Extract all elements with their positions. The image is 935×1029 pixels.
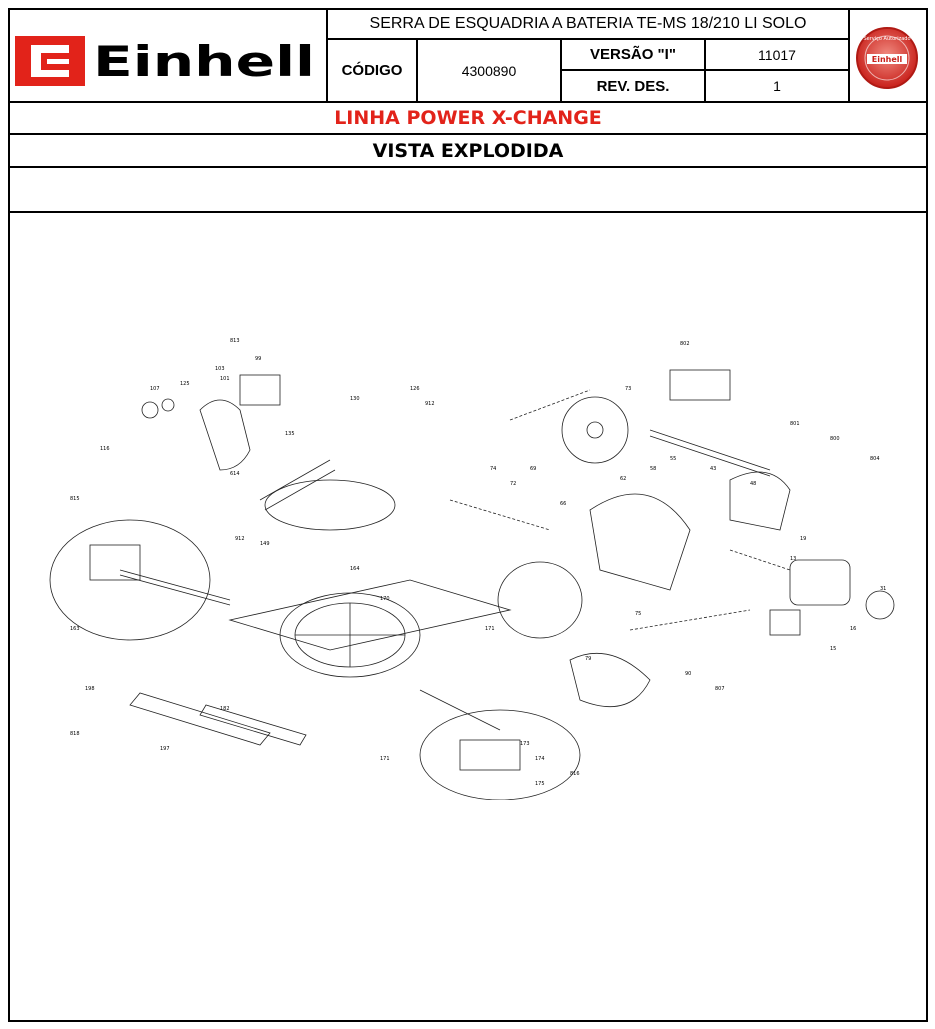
svg-text:815: 815 xyxy=(70,496,80,502)
svg-text:813: 813 xyxy=(230,338,240,344)
rev-label: REV. DES. xyxy=(596,77,670,95)
svg-text:90: 90 xyxy=(685,671,691,677)
svg-text:Einhell: Einhell xyxy=(872,55,903,64)
einhell-logo: Einhell xyxy=(15,36,315,86)
svg-text:107: 107 xyxy=(150,386,160,392)
svg-text:75: 75 xyxy=(635,611,641,617)
versao-value: 11017 xyxy=(758,46,796,63)
svg-text:72: 72 xyxy=(510,481,516,487)
svg-text:175: 175 xyxy=(535,781,545,787)
svg-text:15: 15 xyxy=(830,646,836,652)
svg-text:197: 197 xyxy=(160,746,170,752)
svg-text:149: 149 xyxy=(260,541,270,547)
codigo-value: 4300890 xyxy=(461,62,517,79)
svg-text:126: 126 xyxy=(410,386,420,392)
svg-text:182: 182 xyxy=(220,706,230,712)
svg-text:19: 19 xyxy=(800,536,806,542)
line-banner: LINHA POWER X-CHANGE xyxy=(334,107,602,129)
authorized-service-seal: Serviço Autorizado Einhell xyxy=(856,27,918,89)
svg-text:198: 198 xyxy=(85,686,95,692)
divider xyxy=(326,8,328,102)
svg-text:13: 13 xyxy=(790,556,796,562)
svg-text:69: 69 xyxy=(530,466,536,472)
svg-text:48: 48 xyxy=(750,481,756,487)
svg-text:74: 74 xyxy=(490,466,496,472)
document-frame xyxy=(8,8,928,1022)
svg-text:130: 130 xyxy=(350,396,360,402)
svg-text:816: 816 xyxy=(570,771,580,777)
divider xyxy=(560,69,850,71)
svg-text:103: 103 xyxy=(215,366,225,372)
svg-text:31: 31 xyxy=(880,586,886,592)
svg-text:801: 801 xyxy=(790,421,800,427)
svg-text:614: 614 xyxy=(230,471,240,477)
svg-text:802: 802 xyxy=(680,341,690,347)
blank-row xyxy=(10,168,926,211)
divider xyxy=(8,166,928,168)
divider xyxy=(8,211,928,213)
divider xyxy=(326,38,850,40)
svg-text:800: 800 xyxy=(830,436,840,442)
view-banner: VISTA EXPLODIDA xyxy=(372,139,564,162)
svg-text:99: 99 xyxy=(255,356,261,362)
svg-text:101: 101 xyxy=(220,376,230,382)
svg-text:163: 163 xyxy=(70,626,80,632)
svg-text:43: 43 xyxy=(710,466,716,472)
divider xyxy=(8,133,928,135)
svg-text:807: 807 xyxy=(715,686,725,692)
svg-text:Serviço Autorizado: Serviço Autorizado xyxy=(863,36,910,42)
codigo-label: CÓDIGO xyxy=(341,62,403,79)
brand-wordmark: Einhell xyxy=(93,37,315,86)
svg-text:804: 804 xyxy=(870,456,880,462)
svg-text:912: 912 xyxy=(425,401,435,407)
svg-text:912: 912 xyxy=(235,536,245,542)
divider xyxy=(8,101,928,103)
svg-text:125: 125 xyxy=(180,381,190,387)
divider xyxy=(848,8,850,102)
svg-text:66: 66 xyxy=(560,501,566,507)
svg-text:164: 164 xyxy=(350,566,360,572)
svg-text:73: 73 xyxy=(625,386,631,392)
rev-value: 1 xyxy=(773,78,781,94)
svg-text:174: 174 xyxy=(535,756,545,762)
svg-text:170: 170 xyxy=(380,596,390,602)
versao-label: VERSÃO "I" xyxy=(590,46,676,63)
svg-text:62: 62 xyxy=(620,476,626,482)
svg-text:16: 16 xyxy=(850,626,856,632)
svg-text:171: 171 xyxy=(485,626,495,632)
svg-text:79: 79 xyxy=(585,656,591,662)
svg-text:116: 116 xyxy=(100,446,110,452)
svg-text:55: 55 xyxy=(670,456,676,462)
svg-text:818: 818 xyxy=(70,731,80,737)
divider xyxy=(416,38,418,102)
svg-text:171: 171 xyxy=(380,756,390,762)
svg-text:135: 135 xyxy=(285,431,295,437)
svg-text:173: 173 xyxy=(520,741,530,747)
product-title: SERRA DE ESQUADRIA A BATERIA TE-MS 18/21… xyxy=(369,15,807,32)
exploded-view-drawing: 813 107 125 103 101 99 130 126 912 135 116 614 8… xyxy=(49,338,895,800)
svg-text:58: 58 xyxy=(650,466,656,472)
